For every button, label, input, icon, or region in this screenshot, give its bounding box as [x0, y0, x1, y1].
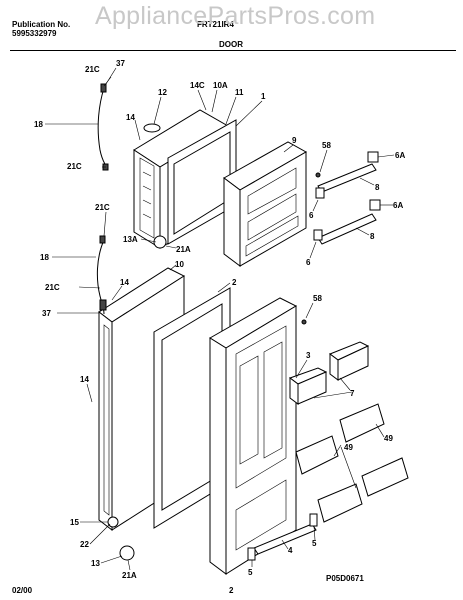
callout: 14 [80, 375, 89, 384]
callout: 37 [116, 59, 125, 68]
callout: 14C [190, 81, 205, 90]
fresh-food-door-liner [209, 297, 298, 575]
callout: 14 [126, 113, 135, 122]
screw-58-lower [301, 319, 307, 325]
callout: 21A [122, 571, 137, 580]
callout: 21A [176, 245, 191, 254]
callout: 7 [350, 389, 355, 398]
callout-numbers: 21C 37 18 14 12 14C 10A 11 1 9 21C 58 6A… [34, 59, 405, 580]
callout: 6A [393, 201, 403, 210]
callout: 58 [313, 294, 322, 303]
callout: 6 [306, 258, 311, 267]
callout: 13 [91, 559, 100, 568]
door-shelf-bins [295, 403, 409, 523]
hinge-22 [107, 516, 119, 528]
callout: 58 [322, 141, 331, 150]
dairy-compartment-doors [288, 341, 370, 405]
section-title: DOOR [219, 40, 243, 49]
hinge-13a-upper [153, 235, 167, 249]
callout: 3 [306, 351, 311, 360]
callout: 5 [248, 568, 253, 577]
model-number: FRT21IR4 [197, 20, 234, 29]
lower-trim-bar [247, 513, 318, 561]
upper-wire-harness [97, 87, 107, 167]
callout: 13A [123, 235, 138, 244]
callout: 2 [232, 278, 237, 287]
callout: 18 [40, 253, 49, 262]
callout: 21C [67, 162, 82, 171]
freezer-door-shelves [313, 151, 381, 245]
callout: 49 [384, 434, 393, 443]
watermark: AppliancePartsPros.com [95, 2, 376, 30]
screw-58-upper [315, 172, 321, 178]
callout: 18 [34, 120, 43, 129]
callout: 11 [235, 88, 244, 97]
callout: 6 [309, 211, 314, 220]
footer-figure-code: P05D0671 [326, 574, 364, 583]
header-rule [10, 50, 456, 51]
freezer-door-liner [223, 141, 308, 267]
callout: 12 [158, 88, 167, 97]
callout: 8 [370, 232, 375, 241]
callout: 15 [70, 518, 79, 527]
callout: 9 [292, 136, 297, 145]
callout: 5 [312, 539, 317, 548]
callout: 4 [288, 546, 293, 555]
callout: 1 [261, 92, 266, 101]
hinge-13-lower [119, 545, 135, 561]
footer-page: 2 [229, 586, 234, 595]
callout: 8 [375, 183, 380, 192]
callout: 49 [344, 443, 353, 452]
callout: 14 [120, 278, 129, 287]
callout: 21C [45, 283, 60, 292]
publication-number: 5995332979 [12, 29, 57, 38]
callout: 21C [85, 65, 100, 74]
publication-label: Publication No. [12, 20, 71, 29]
leader-lines [45, 67, 395, 571]
footer-date: 02/00 [12, 586, 33, 595]
callout: 22 [80, 540, 89, 549]
callout: 37 [42, 309, 51, 318]
callout: 10A [213, 81, 228, 90]
callout: 21C [95, 203, 110, 212]
callout: 6A [395, 151, 405, 160]
callout: 10 [175, 260, 184, 269]
